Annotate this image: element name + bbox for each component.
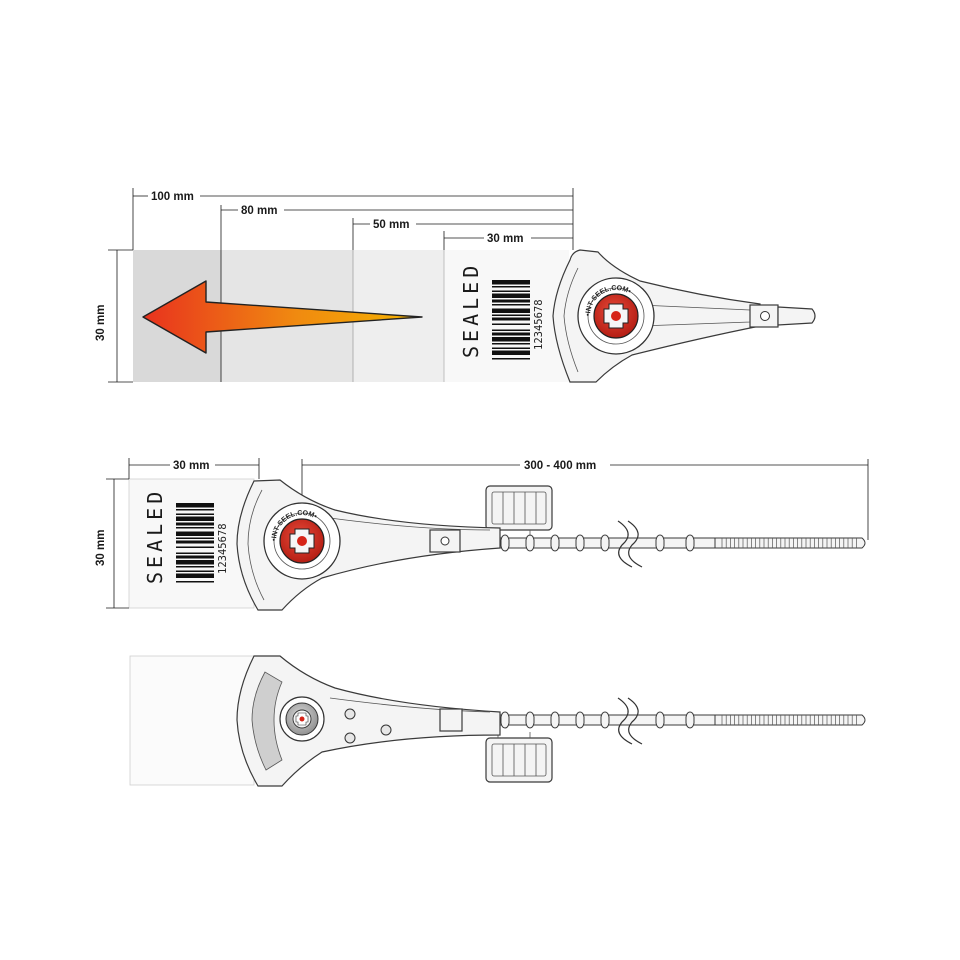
- height-label: 30 mm: [95, 530, 107, 566]
- barcode-bar: [492, 323, 530, 325]
- barcode-bar: [492, 317, 530, 321]
- dim-100-label: 100 mm: [151, 191, 194, 203]
- strap-ridge: [500, 711, 510, 729]
- strap-ridge: [655, 534, 665, 552]
- dim-80-label: 80 mm: [241, 205, 277, 217]
- strap: [459, 697, 866, 745]
- dim-30-label: 30 mm: [173, 460, 209, 472]
- barcode-bar: [176, 531, 214, 536]
- barcode-bar: [492, 347, 530, 349]
- barcode-bar: [492, 304, 530, 306]
- barcode-bar: [176, 522, 214, 526]
- sealed-label: SEALED: [459, 262, 483, 358]
- top-view: 100 mm 80 mm 50 mm 30 mm 30 mm SEALED 12…: [95, 188, 816, 383]
- strap-ridge: [600, 534, 610, 552]
- barcode-bar: [176, 560, 214, 565]
- barcode-bar: [492, 280, 530, 285]
- barcode-bar: [176, 570, 214, 572]
- barcode-bar: [176, 516, 214, 521]
- strap-ridge: [575, 534, 585, 552]
- barcode-bar: [176, 573, 214, 578]
- barcode-bar: [492, 299, 530, 303]
- dim-50-label: 50 mm: [373, 219, 409, 231]
- barcode-bar: [492, 329, 530, 331]
- barcode-bar: [492, 308, 530, 313]
- dim-30-label: 30 mm: [487, 233, 523, 245]
- strap-ridge: [600, 711, 610, 729]
- strap-ridge: [655, 711, 665, 729]
- seal-head: •INT-SEEL.COM•: [236, 479, 501, 611]
- break-mark: [627, 520, 643, 568]
- barcode-bar: [492, 350, 530, 355]
- height-label: 30 mm: [95, 305, 107, 341]
- barcode-bar: [492, 343, 530, 345]
- serial-number: 12345678: [217, 523, 229, 574]
- barcode: [176, 503, 214, 583]
- barcode-bar: [492, 358, 530, 360]
- barcode-bar: [176, 513, 214, 515]
- seal-head-back: [236, 655, 501, 787]
- strap-ridge: [685, 711, 695, 729]
- barcode-bar: [176, 509, 214, 511]
- barcode-bar: [176, 566, 214, 568]
- dim-length-label: 300 - 400 mm: [524, 460, 596, 472]
- strap-ridge: [525, 534, 535, 552]
- strap-ridge: [500, 534, 510, 552]
- strap-tail: [714, 714, 866, 726]
- seal-head: •INT-SEEL.COM•: [552, 249, 816, 383]
- tag-area: [129, 655, 255, 786]
- middle-dimensions: 30 mm 300 - 400 mm 30 mm: [95, 458, 869, 609]
- strap-ridge: [550, 534, 560, 552]
- barcode-bar: [176, 503, 214, 508]
- strap: [459, 520, 866, 568]
- barcode-bar: [492, 293, 530, 298]
- break-mark: [627, 697, 643, 745]
- top-dimensions: 100 mm 80 mm 50 mm 30 mm 30 mm: [95, 188, 574, 383]
- barcode-bar: [176, 546, 214, 548]
- barcode-bar: [176, 537, 214, 539]
- barcode-bar: [176, 581, 214, 583]
- barcode-bar: [176, 552, 214, 554]
- grip-tab: [485, 485, 553, 536]
- barcode-bar: [176, 555, 214, 559]
- barcode-bar: [492, 314, 530, 316]
- barcode-bar: [492, 290, 530, 292]
- barcode-bar: [176, 527, 214, 529]
- barcode: [492, 280, 530, 360]
- sealed-label: SEALED: [143, 488, 167, 584]
- middle-view: 30 mm 300 - 400 mm 30 mm SEALED 12345678: [95, 458, 869, 611]
- break-mark: [617, 520, 633, 568]
- direction-arrow: [142, 280, 423, 354]
- strap-ridge: [685, 534, 695, 552]
- barcode-bar: [492, 332, 530, 336]
- strap-tail: [714, 537, 866, 549]
- serial-number: 12345678: [533, 299, 545, 350]
- strap-ridge: [575, 711, 585, 729]
- bottom-view: [129, 655, 866, 787]
- grip-tab: [485, 732, 553, 783]
- strap-ridge: [550, 711, 560, 729]
- barcode-bar: [176, 540, 214, 544]
- barcode-bar: [492, 286, 530, 288]
- barcode-bar: [492, 337, 530, 342]
- break-mark: [617, 697, 633, 745]
- strap-ridge: [525, 711, 535, 729]
